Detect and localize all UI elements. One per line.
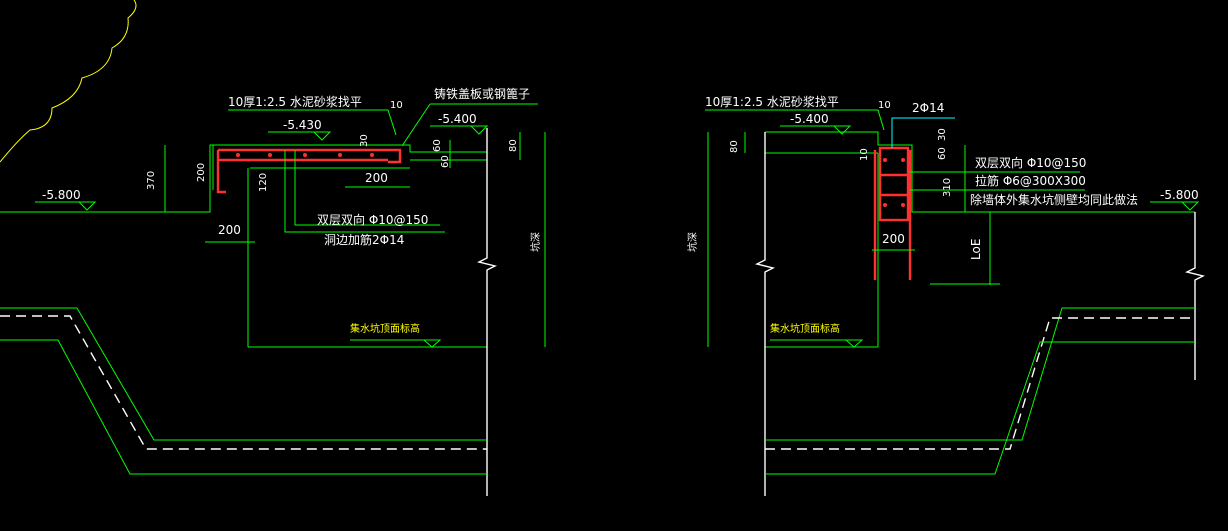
right-wall-line [754,132,776,496]
left-rebar-note: 双层双向 Φ10@150 [317,212,428,227]
right-level-ground-mark [1150,201,1200,211]
left-dim-200-v: 200 [196,163,207,182]
right-stirrup-note: 拉筋 Φ6@300X300 [975,173,1086,188]
right-bar-2phi14: 2Φ14 [912,101,944,115]
right-pit-label: 集水坑顶面标高 [770,322,840,335]
left-level-top: -5.400 [438,112,477,126]
left-wall-line [476,128,498,496]
right-dim-310: 310 [942,178,953,197]
left-dim-120: 120 [258,173,269,192]
revision-cloud [0,0,137,163]
right-wall-note: 除墙体外集水坑侧壁均同此做法 [970,192,1138,207]
left-pit-level-mark [350,339,442,348]
right-dim-30: 30 [937,128,948,141]
right-level-top-mark [780,125,852,135]
right-depth-label: 坑深 [686,232,699,252]
right-loe-label: LoE [969,239,983,260]
right-slope-outer [765,307,1195,441]
right-rebar-cage [878,146,910,222]
left-cover-note: 铸铁盖板或钢篦子 [434,86,530,101]
left-slope-inner [0,339,487,475]
right-level-top: -5.400 [790,112,829,126]
left-rebar-hook [216,150,226,194]
right-top-line [765,131,1195,213]
left-level-slab-mark [268,131,332,141]
right-detail: 10厚1:2.5 水泥砂浆找平 -5.400 -5.800 10 10 2Φ14… [686,94,1206,496]
left-pit-label: 集水坑顶面标高 [350,322,420,335]
right-dim-60: 60 [937,147,948,160]
right-level-ground: -5.800 [1160,188,1199,202]
right-bar-dot-2 [901,158,905,162]
left-bar-dot-1 [236,153,240,157]
left-dim-60a: 60 [440,155,451,168]
right-dim-80: 80 [729,140,740,153]
left-bar-dot-3 [303,153,307,157]
left-depth-label: 坑深 [529,232,542,252]
left-slope-dash [0,315,487,450]
left-bar-dot-5 [370,153,374,157]
left-dim-30: 30 [359,134,370,147]
right-finish-leader [705,109,885,131]
right-dim-10a: 10 [878,100,891,111]
right-slope-inner [765,341,1195,475]
left-dim-370: 370 [146,171,157,190]
left-bar-dot-2 [268,153,272,157]
left-dim-10: 10 [390,100,403,111]
left-level-top-mark [430,125,489,135]
right-2phi14-leader [891,117,955,148]
left-dim-80: 80 [508,139,519,152]
left-level-ground-mark [35,201,97,211]
right-pit-level-mark [770,339,864,348]
right-bar-dot-1 [883,158,887,162]
right-rebar-note: 双层双向 Φ10@150 [975,155,1086,170]
left-finish-note: 10厚1:2.5 水泥砂浆找平 [228,94,362,109]
left-cover-leader-2 [401,103,431,147]
left-detail: 10厚1:2.5 水泥砂浆找平 铸铁盖板或钢篦子 -5.430 -5.400 -… [0,86,546,496]
left-rebar-top [218,148,402,164]
left-dim-200-bottom: 200 [218,223,241,237]
left-slope-outer [0,307,487,441]
right-dim-10b: 10 [859,148,870,161]
right-dim-200: 200 [882,232,905,246]
right-bar-dot-4 [901,203,905,207]
left-level-ground: -5.800 [42,188,81,202]
left-dim-200-h: 200 [365,171,388,185]
left-rebar-leader [284,150,445,233]
left-opening-note: 洞边加筋2Φ14 [324,232,404,247]
right-outer-wall-line [1184,212,1206,380]
right-bar-dot-3 [883,203,887,207]
left-dim-60b: 60 [432,139,443,152]
right-slope-dash [765,317,1195,450]
left-bar-dot-4 [338,153,342,157]
left-opening-leader [294,150,440,226]
left-ground-line [0,144,487,213]
right-finish-note: 10厚1:2.5 水泥砂浆找平 [705,94,839,109]
left-finish-leader [228,109,397,136]
left-level-slab: -5.430 [283,118,322,132]
